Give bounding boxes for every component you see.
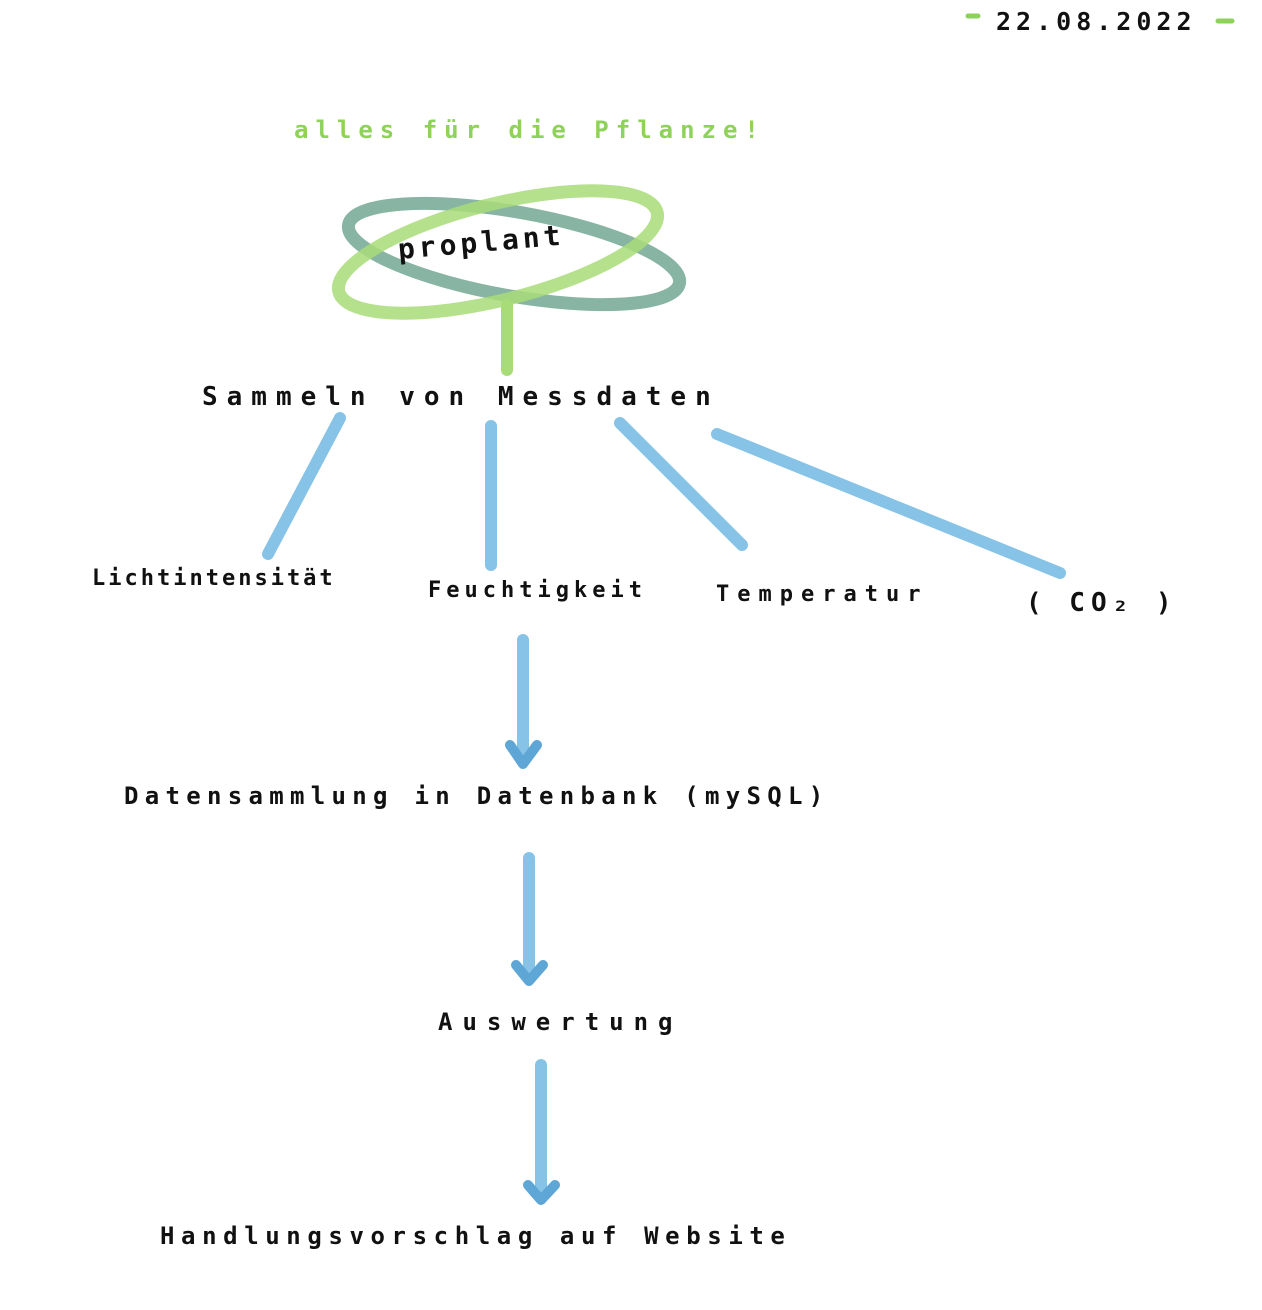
node-recommendation: Handlungsvorschlag auf Website — [160, 1222, 792, 1250]
branch-co2-line — [711, 428, 1066, 579]
date-label: 22.08.2022 — [996, 7, 1197, 36]
node-co2: ( CO₂ ) — [1026, 588, 1178, 618]
node-database: Datensammlung in Datenbank (mySQL) — [124, 782, 830, 810]
logo-ring-light — [331, 184, 665, 320]
node-light: Lichtintensität — [92, 566, 336, 591]
arrow-to-recommendation — [523, 1059, 560, 1205]
branch-temperature-line — [614, 417, 748, 551]
node-humidity: Feuchtigkeit — [428, 578, 647, 603]
tagline: alles für die Pflanze! — [294, 116, 766, 144]
node-collect: Sammeln von Messdaten — [202, 382, 720, 412]
arrow-to-analysis — [511, 852, 548, 986]
arrow-to-database — [505, 634, 542, 769]
node-temperature: Temperatur — [716, 582, 929, 607]
node-analysis: Auswertung — [438, 1008, 683, 1036]
branch-light-line — [262, 412, 346, 560]
